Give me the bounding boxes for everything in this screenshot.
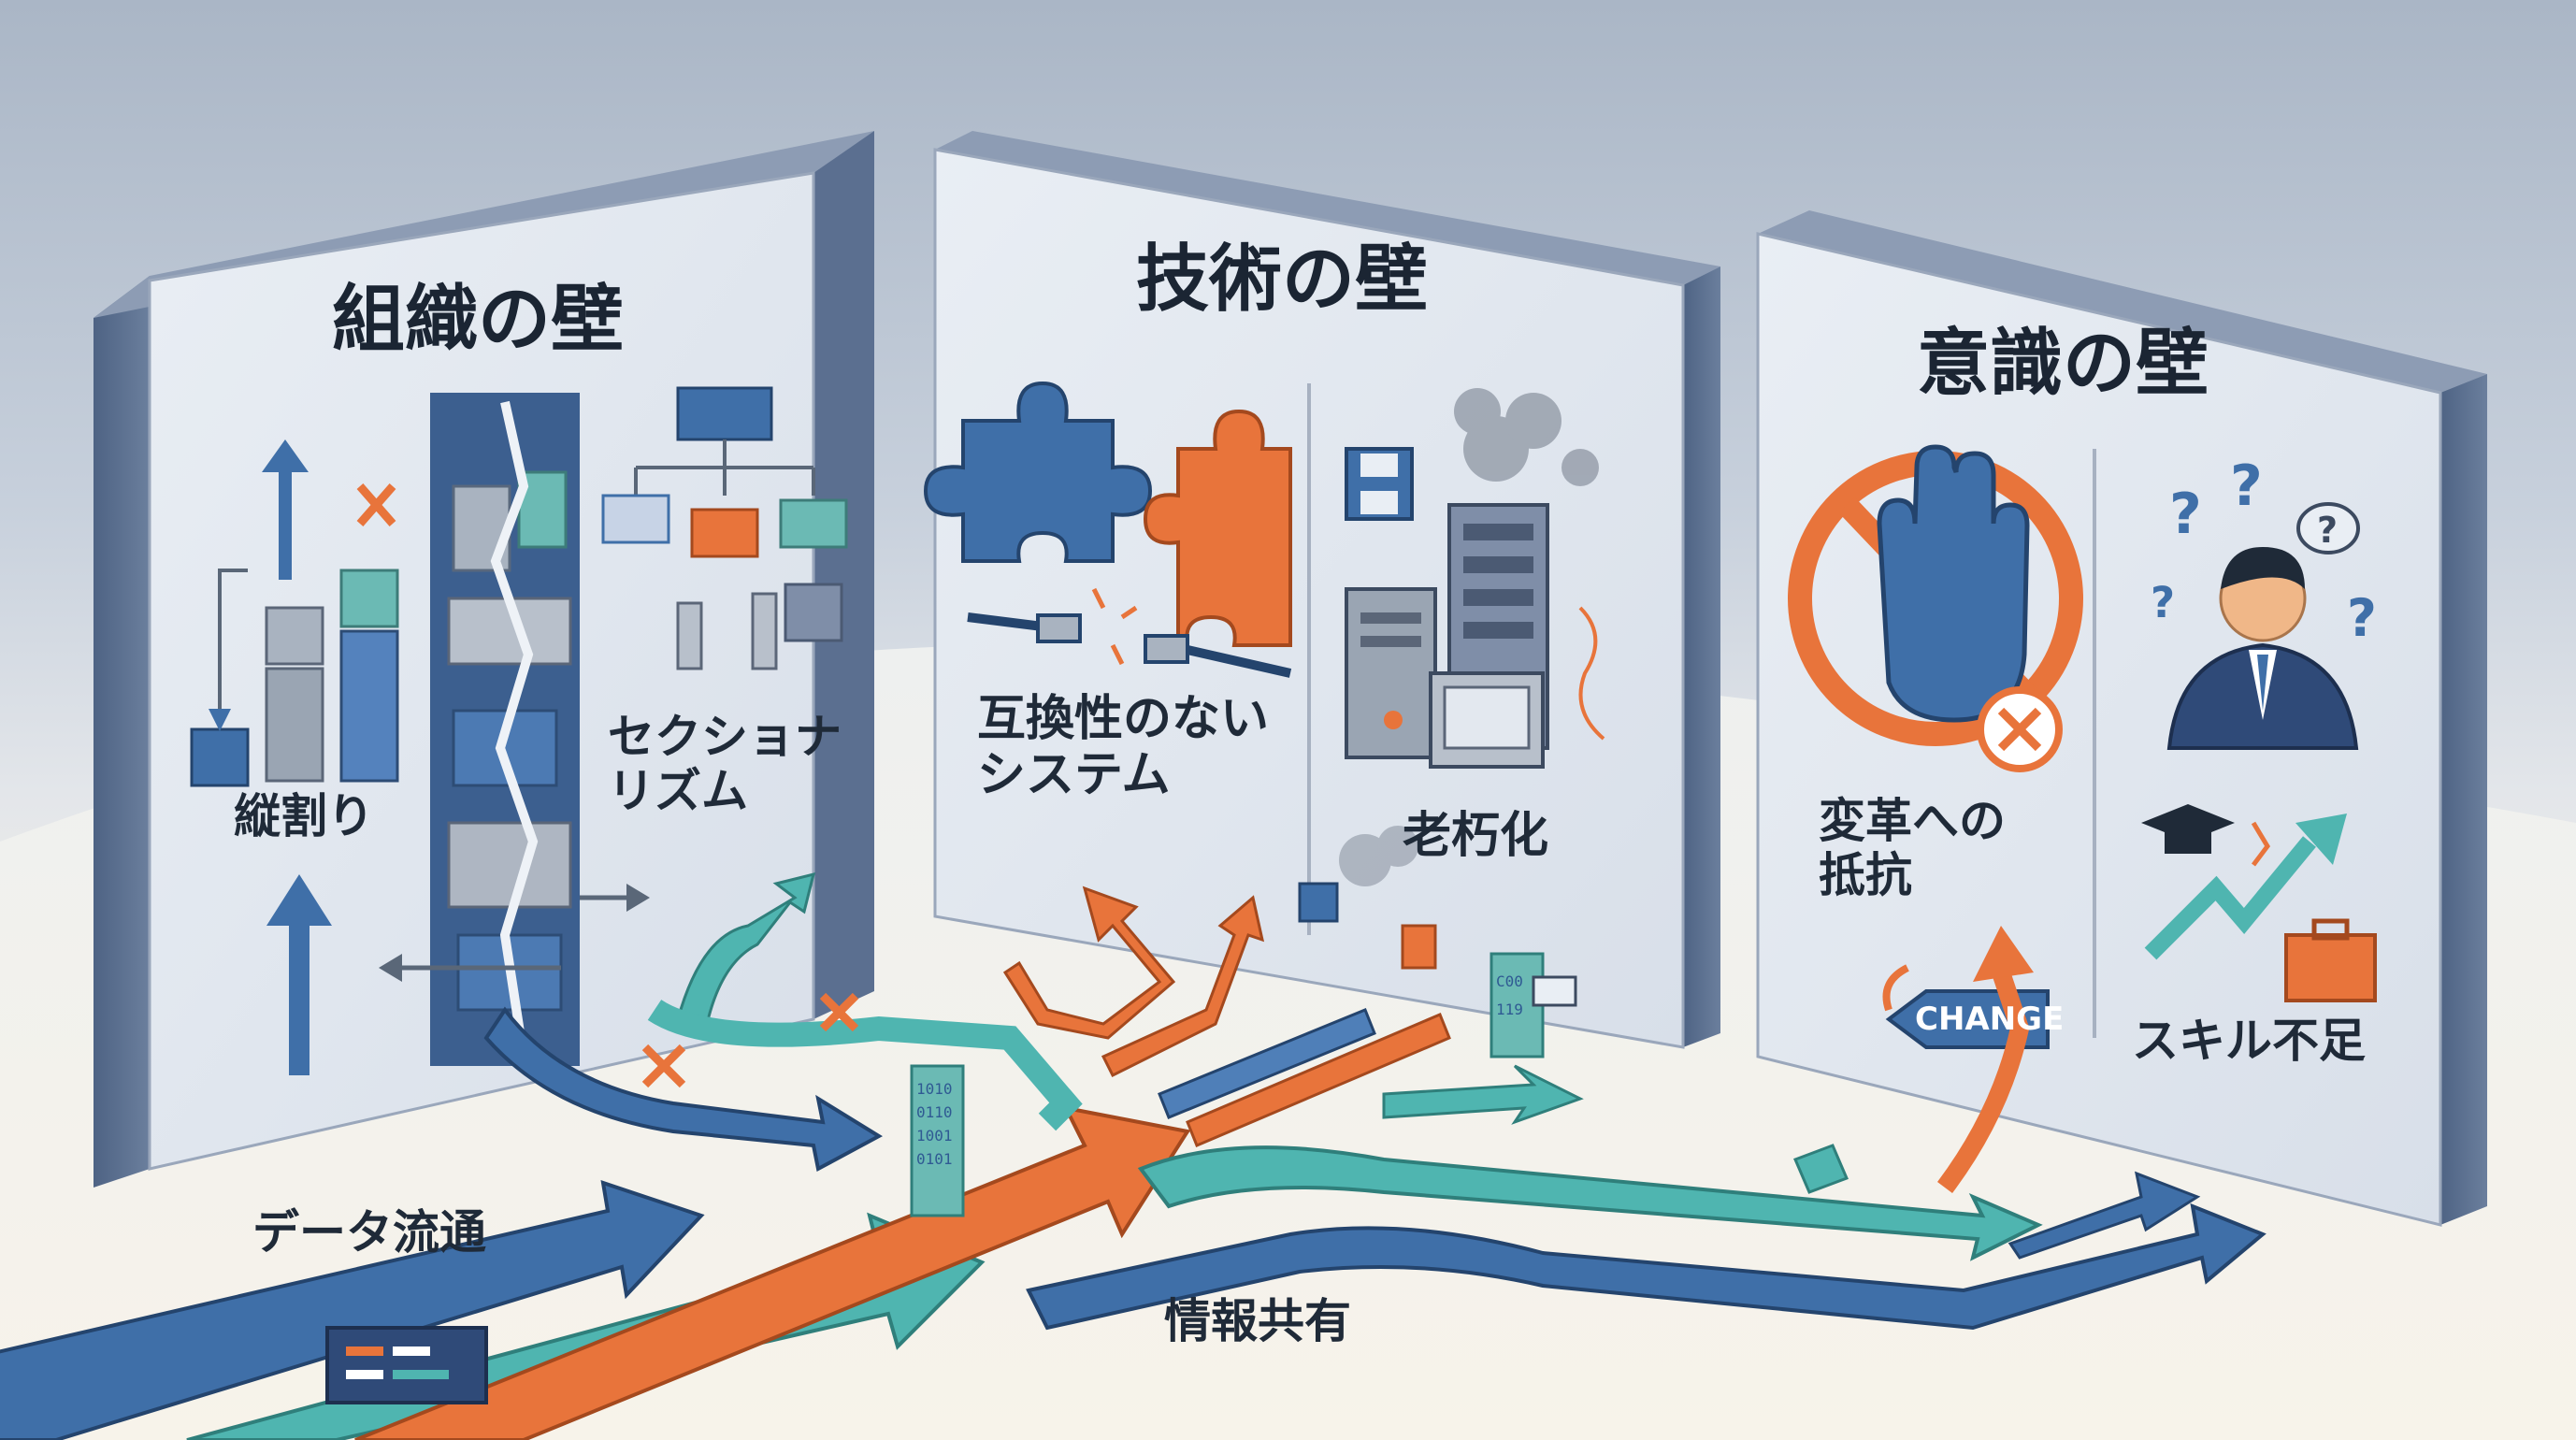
org-chart-icon [601,386,848,670]
orange-zigzag-arrow [1002,886,1265,1078]
usb-cable-icon [967,587,1292,678]
graduation-cap-icon [2141,804,2235,854]
wall-2-title: 技術の壁 [1136,238,1429,322]
flow-label-data: データ流通 [252,1205,486,1260]
envelope-icon [1532,975,1577,1007]
wall-mindset: ? ? ? ? ? [1756,210,2487,1227]
svg-text:?: ? [2169,482,2202,547]
wall-1-side [94,276,150,1188]
businessman-icon [2166,547,2359,750]
wall-1-left-label: 縦割り [234,789,374,843]
svg-text:0110: 0110 [916,1103,953,1121]
crack-column [430,393,580,1066]
cube-icon [190,727,250,787]
wall-1-right-label: セクショナ リズム [608,710,842,818]
wall-2-side [1683,266,1720,1047]
rising-arrow-icon [2144,814,2347,960]
wall-2-right-label: 老朽化 [1403,808,1549,864]
x-mark-icon [641,1044,686,1088]
bar-block-icon [339,629,399,783]
wall-3-right-label: スキル不足 [2132,1014,2366,1068]
x-mark-icon [819,992,859,1032]
cube-icon [339,569,399,628]
flow-label-info: 情報共有 [1164,1294,1351,1348]
change-sign-text: CHANGE [1915,1001,2065,1038]
blue-right-arrow [1026,1202,2267,1331]
blue-right-arrow-2 [2008,1171,2201,1260]
svg-text:?: ? [2151,578,2175,627]
binary-data-icon: 1010 0110 1001 0101 C00 119 [910,952,1545,1217]
shard-icon [1793,1144,1849,1194]
circuit-board-icon [325,1326,488,1404]
teal-long-arrow [1137,1145,2043,1261]
blue-curve-arrow [483,1006,884,1173]
svg-text:?: ? [2347,588,2377,648]
question-mark-icon: ? ? ? ? [2151,454,2377,648]
double-arrow-icon [379,884,650,982]
smoke-icon [1339,826,1418,886]
svg-text:?: ? [2317,510,2338,551]
briefcase-icon [2284,918,2377,1002]
cube-icon [265,606,324,666]
svg-text:1001: 1001 [916,1127,953,1145]
silo-icons [190,439,399,1075]
computer-tower-icon [1345,587,1437,759]
wall-3-left-label: 変革への 抵抗 [1819,794,2006,902]
orange-blocked-arrow-icon [1936,926,2034,1193]
speech-bubble-icon: ? [2296,502,2360,554]
wall-1-title: 組織の壁 [332,278,625,362]
svg-text:C00: C00 [1496,972,1523,990]
teal-curve-arrow [647,871,1083,1131]
smoke-icon [1454,388,1599,486]
flow-arrows: 1010 0110 1001 0101 C00 119 [0,826,2267,1440]
blue-flow-arrow [0,1180,705,1440]
x-mark-icon [356,483,396,526]
floppy-disk-icon [1298,882,1339,923]
svg-text:0101: 0101 [916,1150,953,1168]
floppy-disk-icon [1345,447,1414,521]
puzzle-piece-icon [1143,409,1292,647]
wall-technology [923,131,1720,1049]
wall-organization [94,131,874,1188]
svg-text:?: ? [2230,454,2263,519]
svg-text:1010: 1010 [916,1080,953,1098]
document-icon [1401,924,1437,970]
wall-3-side [2440,374,2487,1225]
svg-text:119: 119 [1496,1001,1523,1018]
puzzle-piece-icon [923,381,1153,563]
wall-2-left-label: 互換性のない システム [977,691,1270,803]
stop-hand-icon [1788,444,2083,772]
data-ribbon-1 [1158,1008,1584,1147]
crt-monitor-icon [1429,671,1545,769]
wall-3-title: 意識の壁 [1917,322,2209,406]
bar-block-icon [265,667,324,783]
